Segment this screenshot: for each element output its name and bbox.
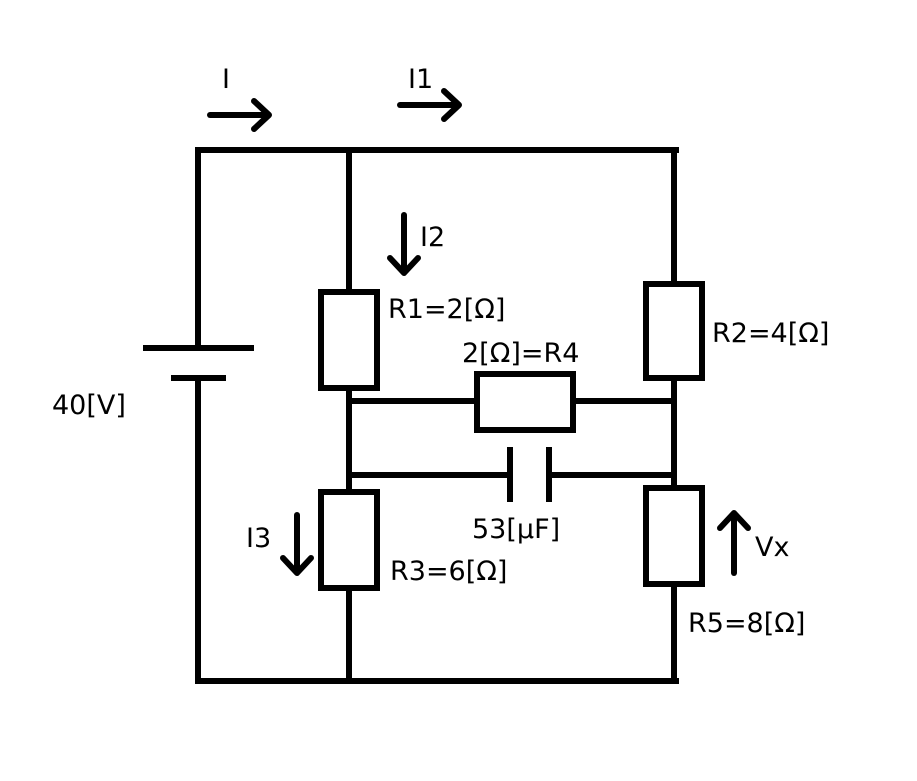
- resistor-r1: [318, 289, 380, 391]
- resistor-r5-label: R5=8[Ω]: [688, 608, 805, 639]
- resistor-r3: [318, 489, 380, 591]
- current-i2-arrow-icon: [387, 212, 421, 276]
- resistor-r2: [643, 281, 705, 381]
- current-i2-label: I2: [420, 222, 445, 253]
- current-i1-arrow-icon: [397, 88, 462, 122]
- current-i3-label: I3: [246, 523, 271, 554]
- source-voltage-label: 40[V]: [52, 390, 126, 421]
- current-i1-label: I1: [408, 64, 433, 95]
- current-i-label: I: [222, 64, 230, 95]
- resistor-r3-label: R3=6[Ω]: [390, 556, 507, 587]
- resistor-r1-label: R1=2[Ω]: [388, 294, 505, 325]
- resistor-r4: [474, 371, 576, 433]
- resistor-r5: [643, 485, 705, 587]
- resistor-r4-label: 2[Ω]=R4: [462, 338, 579, 369]
- voltage-vx-arrow-icon: [717, 510, 751, 576]
- resistor-r2-label: R2=4[Ω]: [712, 318, 829, 349]
- voltage-vx-label: Vx: [755, 532, 789, 563]
- current-i-arrow-icon: [207, 98, 272, 132]
- current-i3-arrow-icon: [280, 512, 314, 576]
- capacitor-label: 53[μF]: [472, 514, 560, 545]
